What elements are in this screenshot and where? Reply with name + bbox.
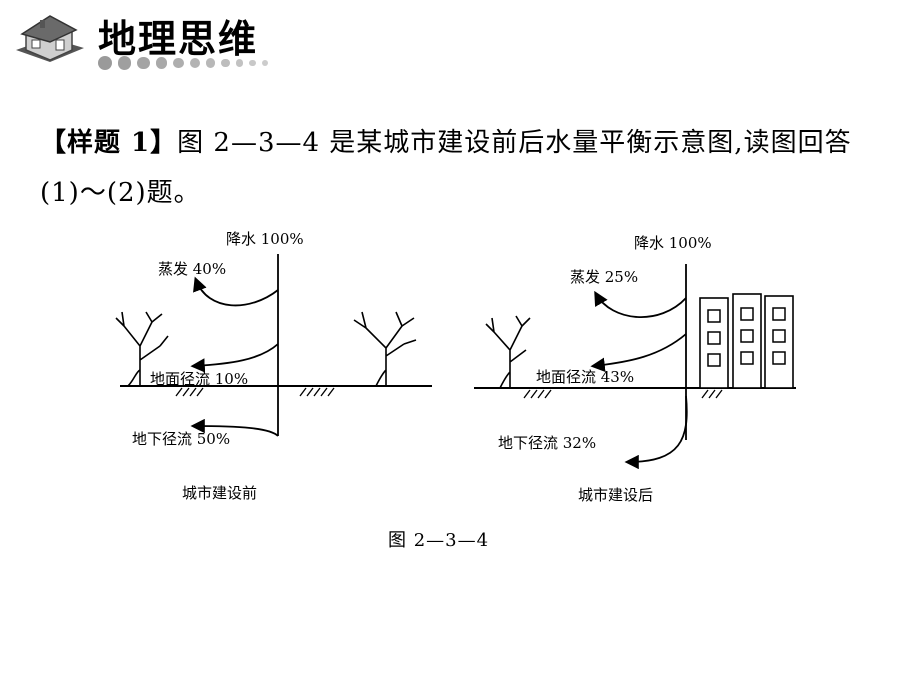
decorative-dot [205, 58, 216, 68]
decorative-dot [155, 57, 168, 69]
house-icon [16, 15, 84, 62]
decorative-dots [98, 56, 268, 70]
ground-hatching [523, 389, 723, 399]
page-title: 地理思维 [98, 17, 259, 61]
label-underground-runoff-before: 地下径流 50% [132, 430, 230, 448]
surface-runoff-arrow [190, 343, 279, 373]
tree-icon [115, 311, 169, 387]
figure-caption: 图 2—3—4 [388, 530, 490, 551]
panel-after: 降水 100% 蒸发 25% 地面径流 43% 地下径流 32% 城市建设后 [474, 234, 796, 504]
question-text: 【样题 1】图 2—3—4 是某城市建设前后水量平衡示意图,读图回答(1)～(2… [40, 118, 880, 218]
question-tag: 【样题 1】 [40, 128, 178, 158]
tree-icon [353, 311, 417, 387]
decorative-dot [235, 59, 244, 67]
underground-runoff-arrow [190, 418, 279, 437]
evaporation-arrow [594, 290, 687, 318]
question-body: 图 2—3—4 是某城市建设前后水量平衡示意图,读图回答(1)～(2)题。 [40, 128, 852, 208]
decorative-dot [189, 58, 200, 68]
decorative-dot [98, 56, 112, 70]
label-surface-runoff-after: 地面径流 43% [536, 368, 634, 386]
decorative-dot [249, 59, 256, 67]
decorative-dot [173, 57, 184, 69]
label-precipitation-before: 降水 100% [226, 230, 304, 248]
label-precipitation-after: 降水 100% [634, 234, 712, 252]
surface-runoff-arrow [590, 333, 687, 372]
tree-icon [485, 315, 531, 389]
decorative-dot [221, 58, 230, 68]
label-underground-runoff-after: 地下径流 32% [498, 434, 596, 452]
label-evaporation-before: 蒸发 40% [158, 260, 226, 278]
header: 地理思维 [0, 0, 920, 80]
underground-runoff-arrow [624, 395, 688, 470]
decorative-dot [137, 56, 150, 70]
label-evaporation-after: 蒸发 25% [570, 268, 638, 286]
label-surface-runoff-before: 地面径流 10% [150, 370, 248, 388]
panel-before: 降水 100% 蒸发 40% 地面径流 10% 地下径流 50% 城市建设前 [115, 230, 432, 502]
evaporation-arrow [193, 276, 279, 307]
decorative-dot [261, 60, 268, 66]
ground-hatching [175, 387, 335, 397]
label-after: 城市建设后 [578, 486, 653, 504]
label-before: 城市建设前 [182, 484, 257, 502]
decorative-dot [118, 56, 132, 70]
building-windows [707, 307, 786, 367]
